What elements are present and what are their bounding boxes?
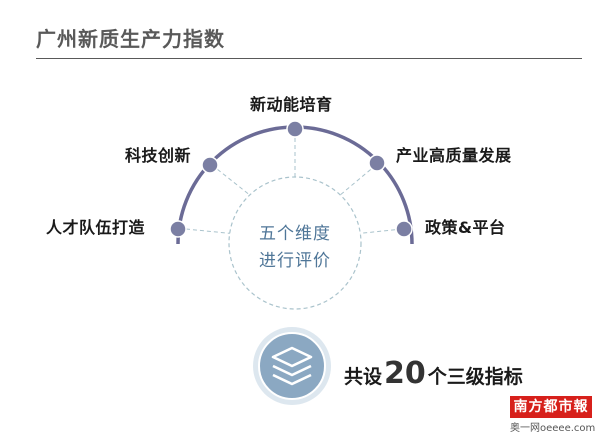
summary-suffix: 个三级指标 (427, 366, 523, 388)
center-circle (228, 176, 362, 310)
node-industry (368, 154, 386, 172)
spoke-1 (185, 228, 237, 235)
summary-number: 20 (384, 356, 426, 391)
spoke-4 (338, 164, 377, 197)
page-title: 广州新质生产力指数 (36, 27, 225, 51)
summary-prefix: 共设 (344, 366, 383, 388)
indicator-summary: 共设 20 个三级指标 (344, 356, 523, 391)
label-industry: 产业高质量发展 (396, 146, 512, 165)
label-talent: 人才队伍打造 (46, 218, 146, 237)
node-momentum (286, 120, 304, 138)
node-talent (169, 220, 187, 238)
spoke-2 (211, 164, 252, 197)
label-momentum: 新动能培育 (250, 95, 333, 114)
newspaper-logo-subtitle: 奥一网oeeee.com (510, 423, 596, 434)
center-line-1: 五个维度 (259, 224, 331, 244)
spoke-5 (353, 228, 403, 235)
node-policy (395, 220, 413, 238)
label-tech: 科技创新 (125, 146, 192, 165)
label-policy: 政策&平台 (425, 218, 506, 237)
center-line-2: 进行评价 (259, 251, 331, 271)
layers-icon (253, 327, 331, 405)
title-divider (36, 58, 582, 59)
newspaper-logo: 南方都市報 (510, 396, 592, 418)
node-tech (201, 156, 219, 174)
